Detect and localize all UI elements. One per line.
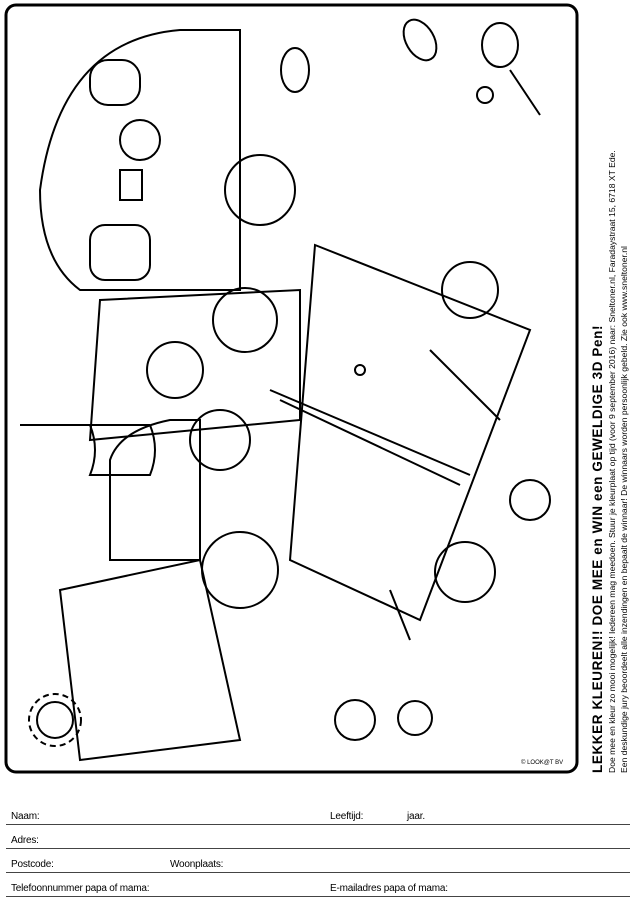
coloring-illustration — [4, 3, 579, 774]
name-label: Naam: — [11, 811, 40, 822]
form-row-contact[interactable]: Telefoonnummer papa of mama: E-mailadres… — [6, 876, 630, 897]
cat — [509, 479, 551, 521]
phone-label: Telefoonnummer papa of mama: — [11, 883, 150, 894]
tent-right — [58, 558, 242, 762]
city-label: Woonplaats: — [170, 859, 224, 870]
copyright: © LOOK@T BV — [521, 760, 564, 766]
postcode-label: Postcode: — [11, 859, 54, 870]
age-label: Leeftijd: — [330, 811, 364, 822]
ping-pong-table — [269, 243, 532, 641]
soccer-ball — [397, 700, 433, 736]
contest-text-2: Een deskundige jury beoordeelt alle inze… — [619, 246, 629, 773]
form-row-postcode[interactable]: Postcode: Woonplaats: — [6, 852, 630, 873]
flag — [20, 424, 156, 476]
tent-middle — [88, 288, 301, 561]
contest-title: LEKKER KLEUREN!! DOE MEE en WIN een GEWE… — [590, 324, 605, 773]
address-label: Adres: — [11, 835, 39, 846]
ping-pong-ball — [354, 364, 366, 376]
tennis-rackets — [402, 18, 541, 116]
illustration-frame — [4, 3, 579, 774]
sun-icon — [28, 693, 82, 747]
age-unit: jaar. — [407, 811, 425, 822]
form-row-name[interactable]: Naam: Leeftijd: jaar. — [6, 804, 630, 825]
children — [119, 119, 551, 741]
contest-info: LEKKER KLEUREN!! DOE MEE en WIN een GEWE… — [590, 3, 630, 773]
email-label: E-mailadres papa of mama: — [330, 883, 448, 894]
contest-text-1: Doe mee en kleur zo mooi mogelijk! Ieder… — [607, 150, 617, 773]
beach-ball — [434, 541, 496, 603]
frisbee — [280, 47, 310, 93]
tent-left — [38, 29, 241, 291]
form-row-address[interactable]: Adres: — [6, 828, 630, 849]
